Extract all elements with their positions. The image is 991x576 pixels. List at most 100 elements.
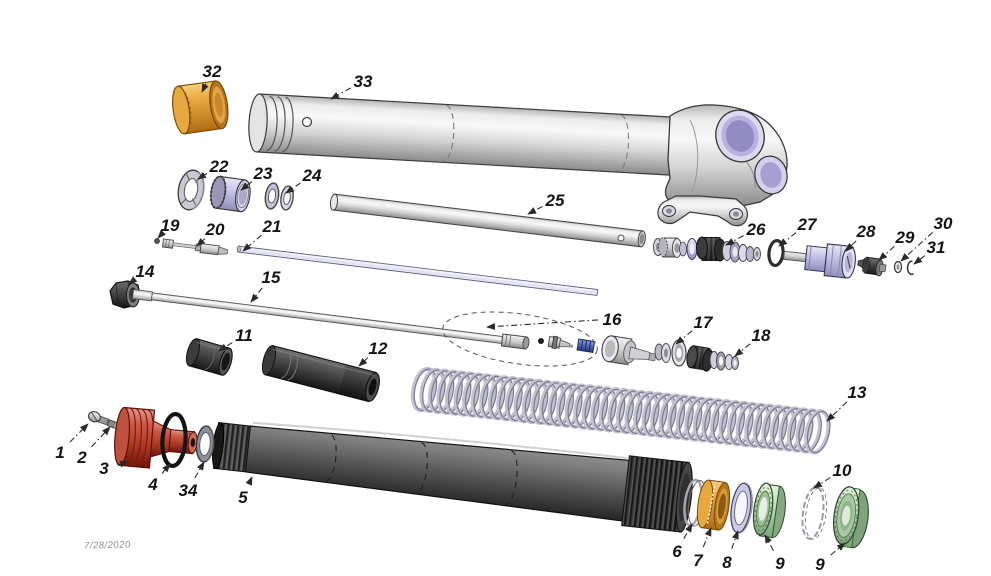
leader-line-4-3 (161, 463, 171, 474)
leader-line-21-22 (242, 234, 262, 252)
part-callout-2-1: 2 (76, 448, 87, 467)
leader-line-25-26 (527, 205, 543, 215)
part-1-bleed-screw (88, 411, 109, 426)
part-11-spacer-short (185, 338, 233, 376)
part-callout-16-17: 16 (603, 310, 622, 329)
leader-line-28-29 (845, 240, 857, 252)
date-stamp: 7/28/2020 (83, 539, 131, 552)
fork-lug-side-bore (754, 155, 788, 195)
part-24-washers (264, 182, 294, 211)
leader-line-33-34 (330, 87, 352, 100)
leader-line-16-17 (486, 319, 599, 330)
leader-line-14-15 (128, 276, 138, 285)
leader-line-27-28 (778, 232, 797, 247)
part-callout-29-30: 29 (895, 228, 915, 247)
bleed-hole (301, 116, 313, 128)
leader-line-6-6 (683, 523, 693, 540)
part-7-bushing-orange (696, 479, 731, 531)
part-callout-23-24: 23 (253, 164, 273, 183)
part-callout-17-18: 17 (694, 313, 714, 332)
part-callout-24-25: 24 (302, 166, 322, 185)
fork-lug-top-bore (715, 109, 765, 163)
part-callout-25-26: 25 (545, 191, 565, 210)
part-callout-13-14: 13 (848, 383, 867, 402)
part-callout-27-28: 27 (797, 215, 818, 234)
part-33-upper-fork-tube (248, 93, 788, 227)
leader-line-32-33 (201, 83, 209, 93)
part-4-o-ring (160, 411, 188, 469)
part-callout-15-16: 15 (262, 268, 281, 287)
part-callout-6-6: 6 (672, 542, 682, 561)
leader-line-9-9 (764, 534, 774, 551)
part-10-retaining-wire (801, 482, 827, 540)
part-23-knurled-nut (209, 175, 251, 213)
leader-line-19-20 (157, 229, 166, 239)
part-5-damper-body (211, 421, 693, 533)
leader-line-10-10 (813, 477, 831, 489)
part-22-lock-washer (177, 169, 205, 211)
part-9-oil-seal (752, 482, 786, 539)
leader-line-1-0 (69, 423, 89, 443)
part-28-rebound-adjuster (783, 243, 856, 279)
part-32-slide-bushing (172, 80, 229, 135)
part-callout-5-5: 5 (238, 488, 248, 507)
part-26-valve-stack (653, 236, 761, 263)
part-callout-3-2: 3 (99, 459, 109, 478)
part-callout-34-4: 34 (179, 481, 198, 500)
part-17-piston-assembly (601, 335, 714, 372)
leader-line-23-24 (240, 181, 253, 191)
part-callout-28-29: 28 (856, 222, 876, 241)
part-callout-12-13: 12 (369, 339, 388, 358)
part-callout-1-0: 1 (55, 443, 64, 462)
leader-line-9-11 (830, 542, 846, 556)
part-9b-dust-seal (832, 486, 869, 549)
leader-line-15-16 (250, 287, 263, 303)
part-29-adjuster-screw (857, 256, 887, 277)
part-12-spacer-long (261, 345, 380, 403)
leader-line-12-13 (358, 357, 369, 367)
leader-line-24-25 (285, 182, 301, 194)
leader-line-31-32 (913, 255, 926, 265)
leader-line-18-19 (734, 343, 751, 357)
part-8-backup-washer (730, 482, 753, 534)
leader-line-17-18 (675, 330, 693, 345)
part-34-washer (195, 425, 215, 463)
leader-line-5-5 (245, 476, 253, 486)
leader-line-13-14 (826, 401, 848, 422)
part-callout-21-22: 21 (262, 217, 282, 236)
part-callout-7-7: 7 (693, 551, 704, 570)
part-callout-22-23: 22 (209, 157, 229, 176)
part-callout-11-12: 11 (235, 326, 253, 345)
leader-line-8-8 (731, 530, 739, 549)
part-callout-9-11: 9 (815, 555, 825, 574)
leader-line-7-7 (702, 527, 712, 548)
part-18-valve-washers (709, 351, 739, 371)
part-callout-32-33: 32 (203, 62, 222, 81)
part-callout-19-20: 19 (161, 216, 180, 235)
leader-line-20-21 (196, 237, 206, 247)
part-callout-33-34: 33 (354, 72, 373, 91)
part-20-needle-rod (162, 238, 229, 256)
part-callout-18-19: 18 (752, 326, 771, 345)
part-25-cartridge-tube (329, 193, 646, 248)
part-callout-20-21: 20 (205, 220, 225, 239)
leader-line-22-23 (197, 171, 208, 180)
part-callout-4-3: 4 (147, 475, 158, 494)
part-21-push-rod (236, 245, 599, 296)
part-callout-26-27: 26 (746, 220, 766, 239)
part-13-coil-spring (410, 366, 831, 455)
leader-line-26-27 (725, 235, 744, 246)
part-30-washer-small (893, 260, 903, 274)
leader-line-34-4 (194, 461, 205, 479)
axle-lug-casting (657, 104, 788, 227)
leader-line-11-12 (218, 342, 233, 352)
part-3-compression-adjuster (114, 406, 198, 469)
part-15-damper-rod (131, 289, 530, 350)
part-19-set-screw (154, 238, 160, 244)
part-callout-31-32: 31 (927, 238, 946, 257)
leader-line-2-1 (91, 426, 111, 448)
part-callout-9-9: 9 (775, 554, 785, 573)
